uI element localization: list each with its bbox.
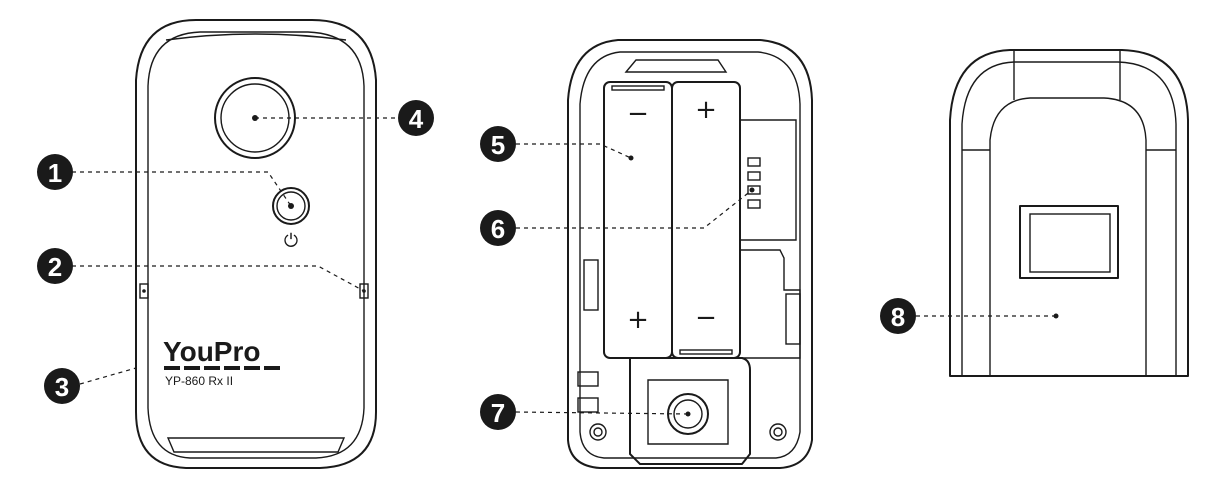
leader-2: [72, 265, 365, 292]
callout-8: 8: [880, 298, 916, 334]
front-view: ⏻ YouPro YP-860 Rx II: [135, 19, 377, 469]
callout-5-label: 5: [491, 130, 505, 160]
hot-shoe-plate: [629, 357, 751, 465]
callout-5: 5: [480, 126, 516, 162]
left-side-port: [139, 283, 149, 299]
cover-latch-window: [1019, 205, 1119, 279]
plus-sign-left-bottom: +: [627, 305, 649, 335]
left-port-dot: [142, 289, 146, 293]
left-latch: [583, 259, 599, 311]
cover-latch-inner: [1029, 213, 1111, 273]
screw-right: [769, 423, 787, 441]
top-clip: [624, 59, 728, 73]
right-side-port: [359, 283, 369, 299]
screw-left: [589, 423, 607, 441]
power-button[interactable]: [272, 187, 310, 225]
side-slot: [740, 249, 801, 359]
power-button-inner: [276, 191, 306, 221]
cover-outer-shell: [949, 49, 1189, 377]
minus-sign-left-top: −: [627, 99, 649, 129]
front-outer-shell: [135, 19, 377, 469]
callout-2: 2: [37, 248, 73, 284]
leader-6: [516, 189, 753, 229]
minus-sign-right-bottom: −: [695, 303, 717, 333]
back-outer-shell: [567, 39, 813, 469]
callout-4: 4: [398, 100, 434, 136]
cover-inner-shell: [961, 61, 1177, 376]
power-icon: ⏻: [284, 231, 298, 252]
logo-underline: [164, 366, 280, 370]
hot-shoe-inner: [647, 379, 729, 445]
callout-2-label: 2: [48, 252, 62, 282]
leader-7: [515, 411, 689, 415]
callout-8-label: 8: [891, 302, 905, 332]
callout-1-label: 1: [48, 158, 62, 188]
left-tab-lower: [577, 397, 599, 413]
cover-recess: [989, 97, 1147, 376]
side-latch: [785, 293, 801, 345]
callout-1: 1: [37, 154, 73, 190]
dip-switch-housing: [740, 119, 797, 241]
leader-3: [79, 367, 137, 385]
front-top-edge: [165, 33, 347, 41]
battery-right-cap: [679, 349, 733, 355]
callout-4-label: 4: [409, 104, 424, 134]
front-inner-shell: [147, 31, 365, 459]
screw-right-inner: [773, 427, 783, 437]
leader-5: [516, 143, 632, 159]
back-inner-shell: [579, 51, 801, 459]
tripod-socket-inner: [673, 399, 703, 429]
callout-3: 3: [44, 368, 80, 404]
callout-3-label: 3: [55, 372, 69, 402]
left-tab-upper: [577, 371, 599, 387]
leader-lines: [72, 117, 1056, 415]
battery-pointer-dot: [628, 155, 634, 161]
front-bottom-edge: [166, 437, 346, 453]
battery-left-cap: [611, 85, 665, 91]
plus-sign-right-top: +: [695, 95, 717, 125]
tripod-socket-dot: [685, 411, 691, 417]
model-name: YP-860 Rx II: [165, 374, 233, 388]
callout-7-label: 7: [491, 398, 505, 428]
callout-6: 6: [480, 210, 516, 246]
dip-switch-channel[interactable]: [747, 157, 761, 209]
brand-logo: YouPro: [163, 336, 260, 367]
callout-7: 7: [480, 394, 516, 430]
screw-left-inner: [593, 427, 603, 437]
leader-1: [72, 171, 292, 207]
battery-cover-view: [949, 49, 1189, 377]
callout-6-label: 6: [491, 214, 505, 244]
back-view: − + + −: [567, 39, 813, 469]
